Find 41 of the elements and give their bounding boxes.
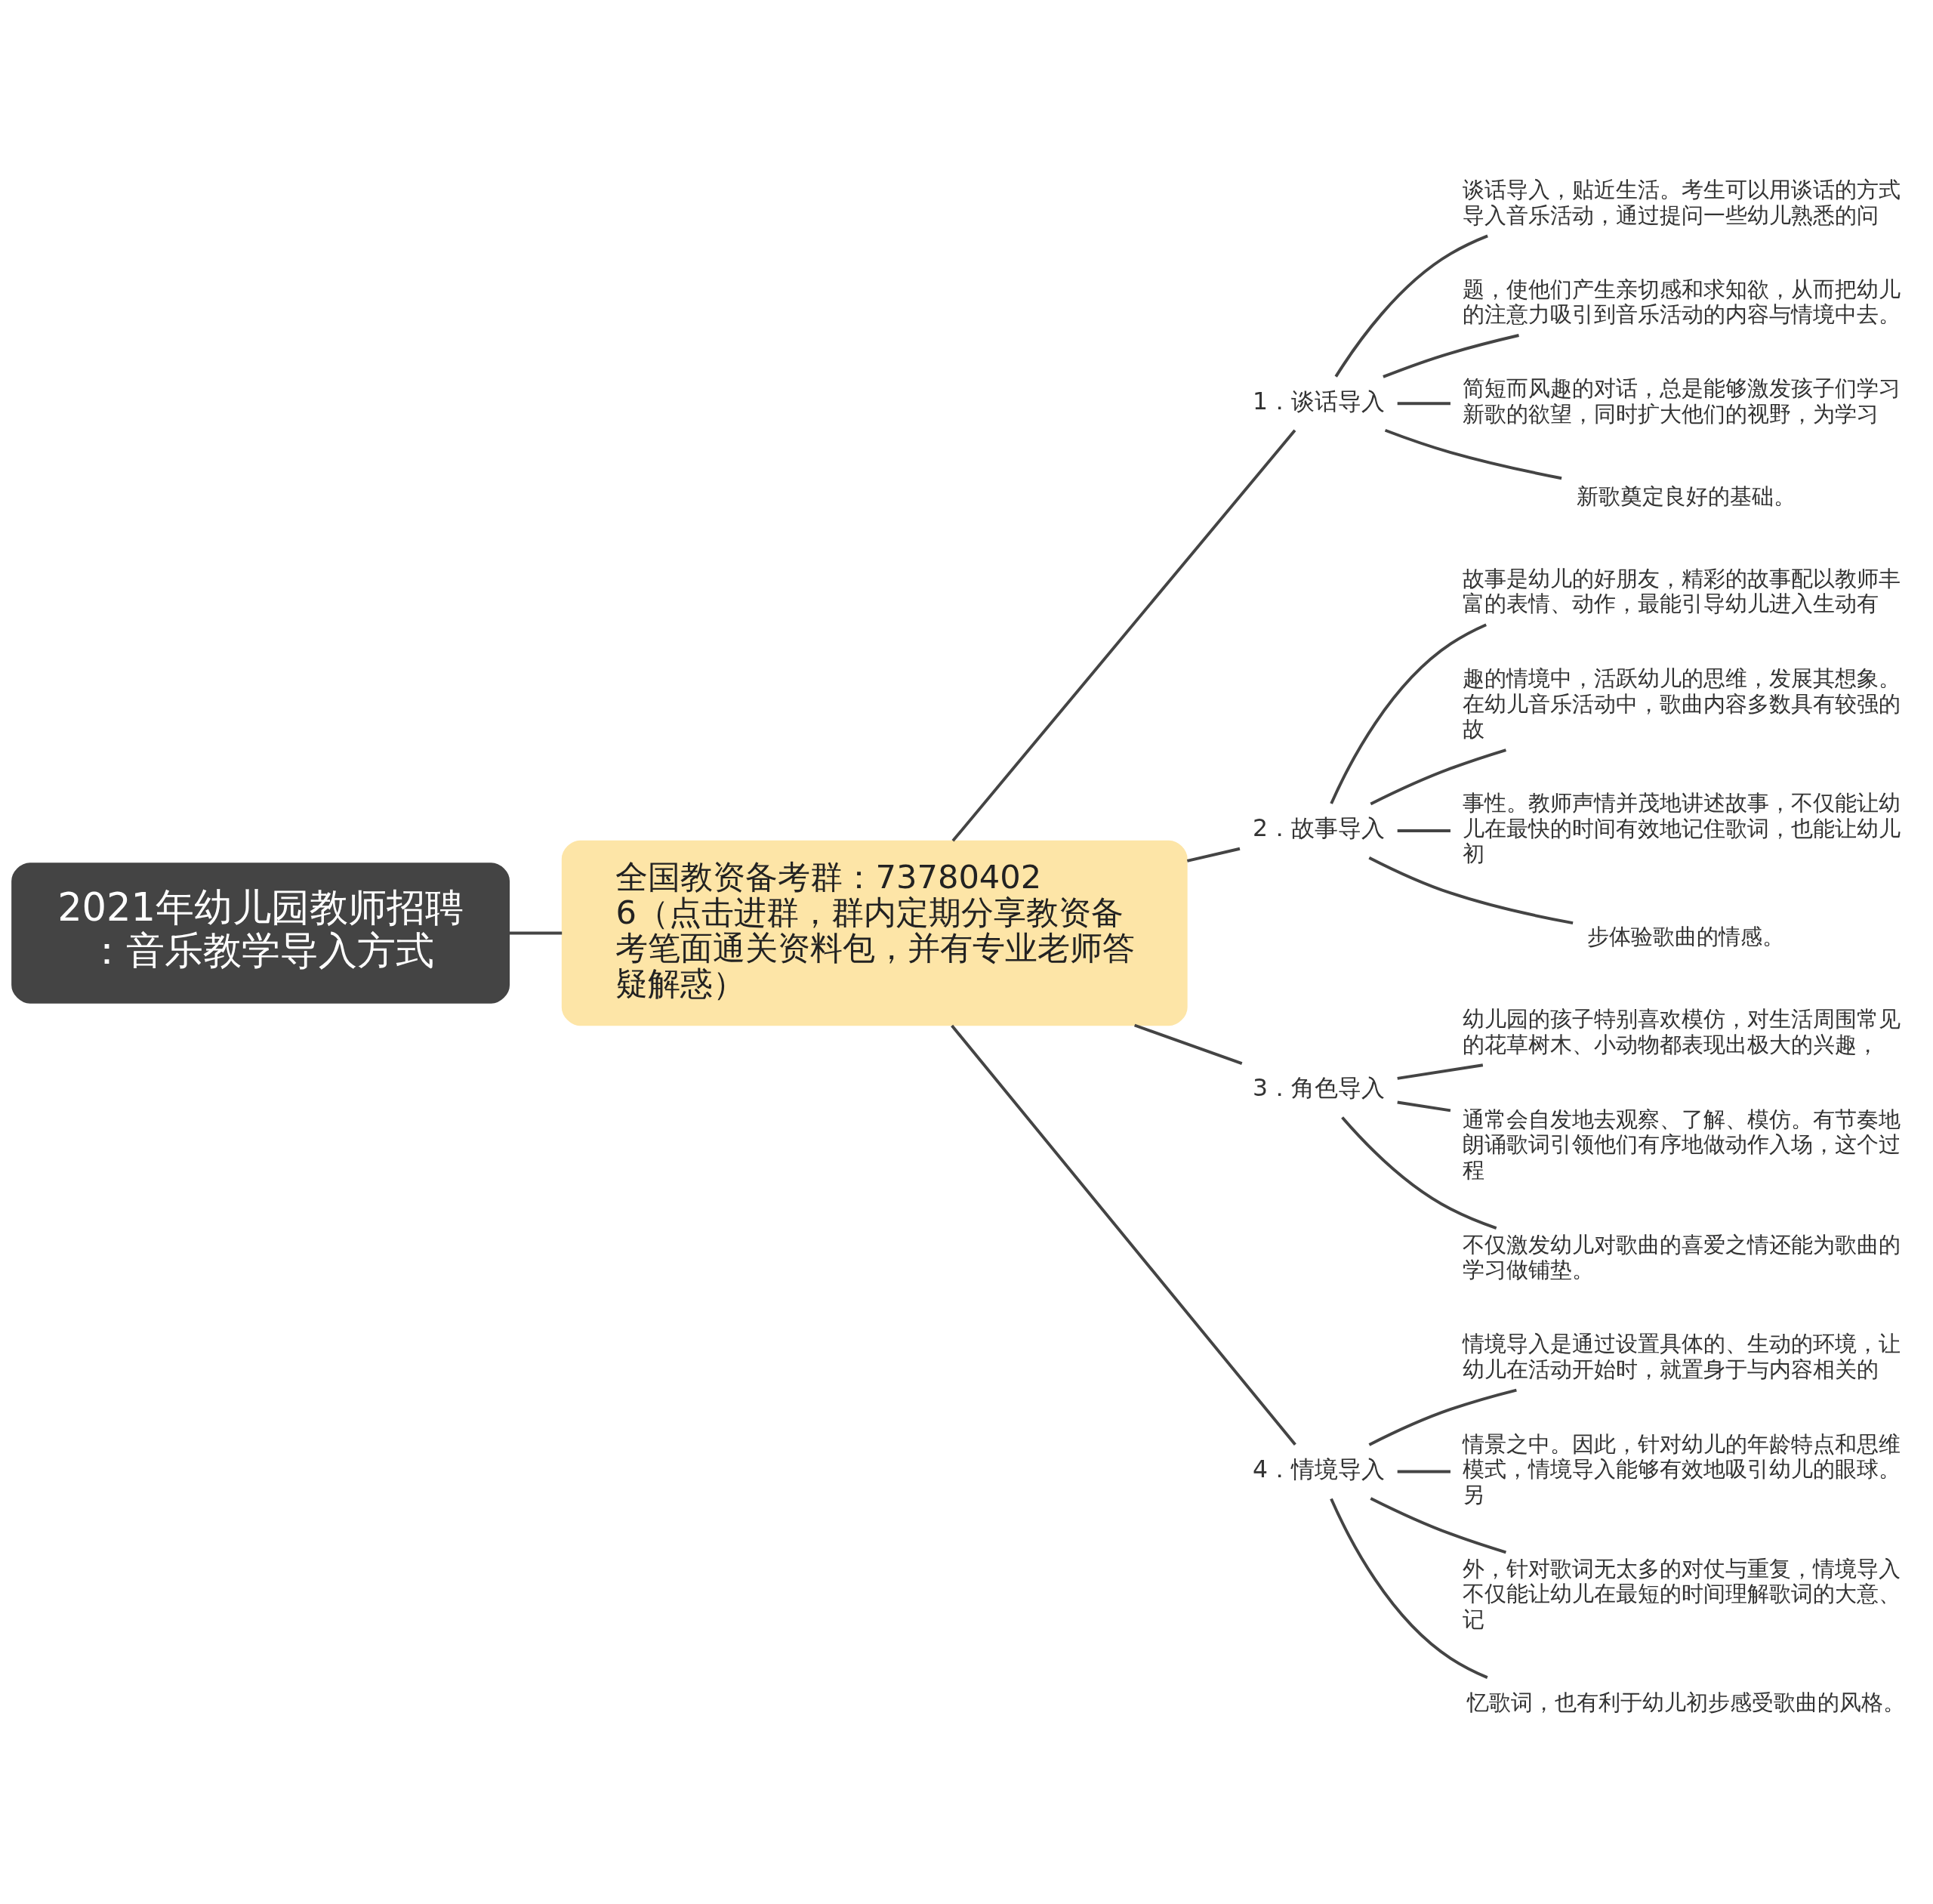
node-text: 通常会自发地去观察、了解、模仿。有节奏地朗诵歌词引领他们有序地做动作入场，这个过程 [1462,1106,1901,1183]
node-text: 不仅激发幼儿对歌曲的喜爱之情还能为歌曲的学习做铺垫。 [1462,1231,1901,1282]
connector [1368,1388,1517,1446]
node-text: 简短而风趣的对话，总是能够激发孩子们学习新歌的欲望，同时扩大他们的视野，为学习 [1462,375,1901,427]
connector [1397,1469,1451,1473]
connector [1397,1063,1484,1080]
node-box: 2021年幼儿园教师招聘：音乐教学导入方式 [11,862,510,1004]
connector [1384,428,1562,480]
connector [1133,1023,1243,1065]
connector [1334,234,1488,378]
node-text: 1．谈话导入 [1252,387,1385,415]
node-box: 全国教资备考群：737804026（点击进群，群内定期分享教资备考笔面通关资料包，并有专业老师答疑解惑） [561,840,1188,1026]
node-text: 题，使他们产生亲切感和求知欲，从而把幼儿的注意力吸引到音乐活动的内容与情境中去。 [1462,276,1901,327]
connector [509,931,563,934]
connector [1397,401,1451,405]
node-text: 谈话导入，贴近生活。考生可以用谈话的方式导入音乐活动，通过提问一些幼儿熟悉的问 [1462,176,1901,228]
connector [1186,847,1241,863]
connector [1397,829,1451,832]
connector [1330,622,1487,804]
node-text: 2．故事导入 [1252,813,1385,841]
node-text: 新歌奠定良好的基础。 [1576,483,1796,509]
connector [1330,1498,1488,1679]
connector [951,429,1296,842]
node-text: 故事是幼儿的好朋友，精彩的故事配以教师丰富的表情、动作，最能引导幼儿进入生动有 [1462,565,1901,616]
node-text: 事性。教师声情并茂地讲述故事，不仅能让幼儿在最快的时间有效地记住歌词，也能让幼儿初 [1462,789,1901,866]
node-text: 幼儿园的孩子特别喜欢模仿，对生活周围常见的花草树木、小动物都表现出极大的兴趣， [1462,1005,1901,1057]
node-text: 情景之中。因此，针对幼儿的年龄特点和思维模式，情境导入能够有效地吸引幼儿的眼球。另 [1462,1430,1901,1507]
connector [1341,1116,1497,1230]
node-text: 趣的情境中，活跃幼儿的思维，发展其想象。在幼儿音乐活动中，歌曲内容多数具有较强的故 [1462,665,1901,742]
connector [951,1024,1296,1446]
node-text: 4．情境导入 [1252,1455,1385,1483]
connector [1368,856,1574,924]
node-text: 忆歌词，也有利于幼儿初步感受歌曲的风格。 [1466,1689,1905,1715]
node-text: 情境导入是通过设置具体的、生动的环境，让幼儿在活动开始时，就置身于与内容相关的 [1462,1330,1901,1382]
connector [1370,1496,1506,1554]
node-text: 外，针对歌词无太多的对仗与重复，情境导入不仅能让幼儿在最短的时间理解歌词的大意、记 [1462,1555,1901,1632]
connector [1383,333,1519,378]
connector [1370,748,1506,805]
node-text: 步体验歌曲的情感。 [1587,923,1785,949]
connector [1397,1100,1451,1112]
node-text: 3．角色导入 [1252,1073,1385,1101]
